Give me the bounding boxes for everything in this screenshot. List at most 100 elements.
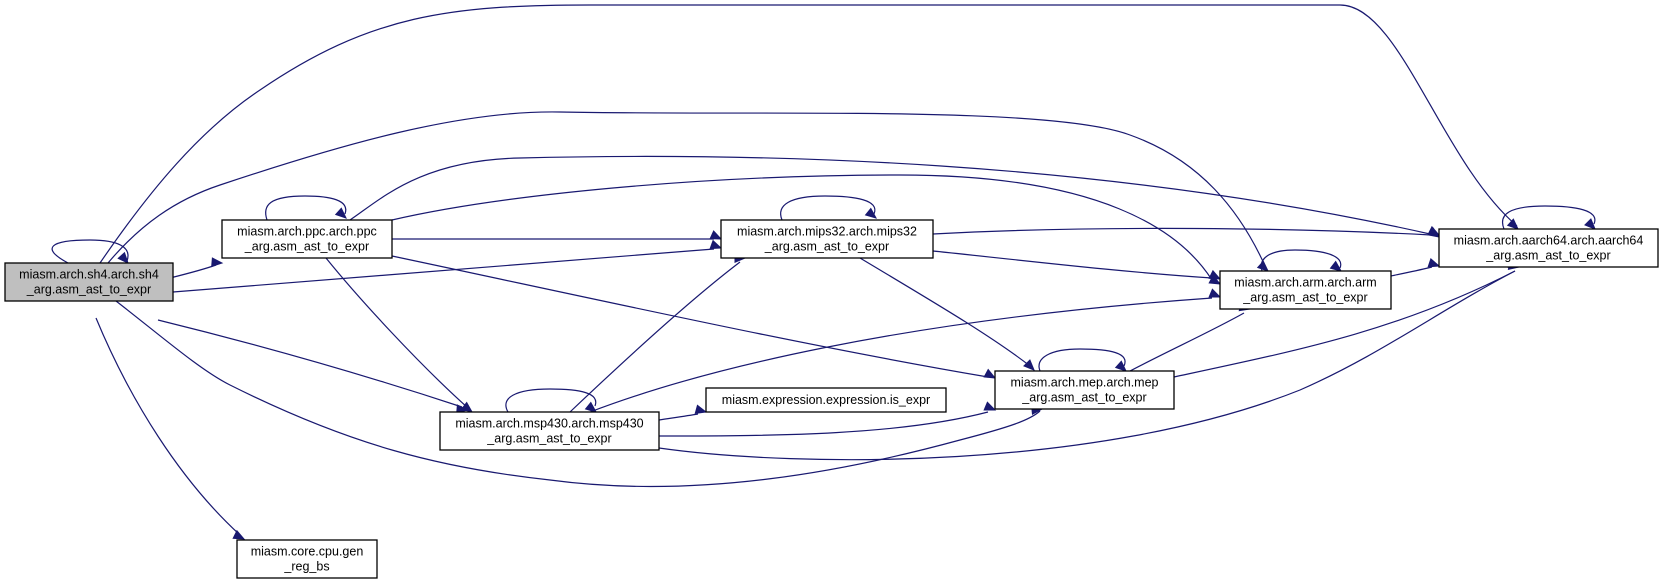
edge-ppc-to-ppc: [265, 195, 347, 221]
arrowhead: [709, 230, 723, 240]
node-sh4[interactable]: miasm.arch.sh4.arch.sh4_arg.asm_ast_to_e…: [4, 262, 174, 302]
edge-line: [658, 413, 699, 421]
node-arm[interactable]: miasm.arch.arm.arch.arm_arg.asm_ast_to_e…: [1219, 270, 1392, 310]
edge-mips32-to-arm: [932, 250, 1222, 280]
edge-line: [115, 300, 1041, 488]
arrowhead: [1329, 260, 1343, 272]
arrowhead: [864, 207, 878, 219]
edge-line: [569, 261, 741, 413]
edge-line: [859, 257, 1031, 367]
arrowhead: [1114, 360, 1127, 372]
edge-ppc-to-msp430: [325, 257, 474, 413]
edge-sh4-to-arm: [107, 111, 1269, 272]
arrowhead: [983, 368, 997, 379]
node-box[interactable]: [1438, 228, 1659, 268]
arrowhead: [232, 529, 246, 540]
node-label-line: _arg.asm_ast_to_expr: [486, 432, 611, 446]
edge-msp430-to-msp430: [505, 388, 598, 413]
node-box[interactable]: [994, 370, 1175, 410]
node-label-line: _arg.asm_ast_to_expr: [1485, 249, 1610, 263]
edge-sh4-to-gen_reg_bs: [95, 317, 246, 540]
arrowhead: [1208, 288, 1222, 298]
arrowhead: [1256, 260, 1269, 272]
edge-msp430-to-mep: [658, 401, 997, 437]
edge-line: [658, 270, 1516, 461]
node-label-line: miasm.expression.expression.is_expr: [722, 393, 930, 407]
arrowhead: [983, 401, 997, 411]
arrowhead: [211, 257, 224, 268]
node-is-expr[interactable]: miasm.expression.expression.is_expr: [705, 387, 947, 413]
arrowhead: [460, 401, 474, 413]
edge-line: [172, 248, 715, 293]
edge-line: [95, 317, 241, 536]
node-box[interactable]: [720, 219, 934, 259]
edge-msp430-to-arm: [589, 288, 1222, 413]
edge-ppc-to-mep: [391, 255, 997, 379]
node-box[interactable]: [4, 262, 174, 302]
edge-line: [1502, 205, 1596, 230]
edge-mips32-to-aarch64: [932, 225, 1441, 236]
node-mips32[interactable]: miasm.arch.mips32.arch.mips32_arg.asm_as…: [720, 219, 934, 259]
edge-line: [932, 227, 1432, 236]
edge-line: [157, 319, 463, 408]
edge-arm-to-arm: [1260, 249, 1343, 272]
node-msp430[interactable]: miasm.arch.msp430.arch.msp430_arg.asm_as…: [439, 411, 660, 451]
edge-line: [1260, 249, 1342, 272]
edge-mips32-to-mep: [859, 257, 1035, 371]
arrowhead: [334, 207, 347, 219]
node-label-line: _reg_bs: [283, 560, 329, 574]
node-ppc[interactable]: miasm.arch.ppc.arch.ppc_arg.asm_ast_to_e…: [221, 219, 393, 259]
arrowhead: [1427, 225, 1441, 236]
edge-arm-to-aarch64: [1390, 257, 1441, 277]
arrowhead: [694, 404, 708, 415]
node-mep[interactable]: miasm.arch.mep.arch.mep_arg.asm_ast_to_e…: [994, 370, 1175, 410]
edge-line: [1173, 270, 1516, 378]
edge-ppc-to-mips32: [392, 230, 723, 240]
node-label-line: _arg.asm_ast_to_expr: [1021, 391, 1146, 405]
edge-sh4-to-sh4: [51, 239, 129, 264]
edge-line: [780, 195, 876, 221]
node-label-line: _arg.asm_ast_to_expr: [244, 240, 369, 254]
node-label-line: _arg.asm_ast_to_expr: [1242, 291, 1367, 305]
node-box[interactable]: [439, 411, 660, 451]
edge-line: [391, 255, 989, 378]
node-box[interactable]: [705, 387, 947, 413]
arrowhead: [1208, 274, 1222, 285]
nodes-layer: miasm.arch.sh4.arch.sh4 _arg.asm_ast_to_e…: [4, 219, 1659, 579]
node-box[interactable]: [1219, 270, 1392, 310]
arrowhead: [709, 239, 723, 250]
arrowhead: [1427, 257, 1441, 268]
node-label-line: miasm.arch.sh4.arch.sh4: [19, 268, 159, 282]
edge-line: [589, 297, 1213, 413]
arrowhead: [584, 401, 598, 413]
node-label-line: _arg.asm_ast_to_expr: [764, 240, 889, 254]
edge-sh4-to-ppc: [169, 257, 224, 279]
edge-mep-to-arm: [1129, 301, 1252, 372]
node-label-line: miasm.arch.ppc.arch.ppc: [237, 225, 377, 239]
arrowhead: [117, 251, 129, 264]
node-aarch64[interactable]: miasm.arch.aarch64.arch.aarch64_arg.asm_…: [1438, 228, 1659, 268]
node-gen-reg-bs[interactable]: miasm.core.cpu.gen_reg_bs: [236, 539, 378, 579]
arrowhead: [1023, 359, 1035, 371]
node-label-line: miasm.arch.aarch64.arch.aarch64: [1454, 234, 1644, 248]
edge-sh4-to-mips32: [172, 239, 723, 293]
node-label-line: miasm.core.cpu.gen: [251, 545, 364, 559]
edge-line: [1038, 348, 1126, 372]
edge-line: [107, 111, 1267, 269]
edge-line: [169, 264, 217, 279]
arrowhead: [1584, 218, 1596, 230]
edge-line: [932, 250, 1213, 279]
node-box[interactable]: [221, 219, 393, 259]
edge-mips32-to-mips32: [780, 195, 878, 221]
edge-aarch64-to-aarch64: [1502, 205, 1596, 230]
edges-layer: [51, 4, 1596, 540]
node-box[interactable]: [236, 539, 378, 579]
node-label-line: miasm.arch.mips32.arch.mips32: [737, 225, 917, 239]
edge-line: [99, 4, 1518, 264]
edge-mep-to-mep: [1038, 348, 1127, 372]
edge-line: [505, 388, 597, 413]
edge-sh4-to-msp430: [157, 319, 469, 415]
node-label-line: miasm.arch.msp430.arch.msp430: [455, 417, 643, 431]
edge-line: [1390, 266, 1433, 277]
